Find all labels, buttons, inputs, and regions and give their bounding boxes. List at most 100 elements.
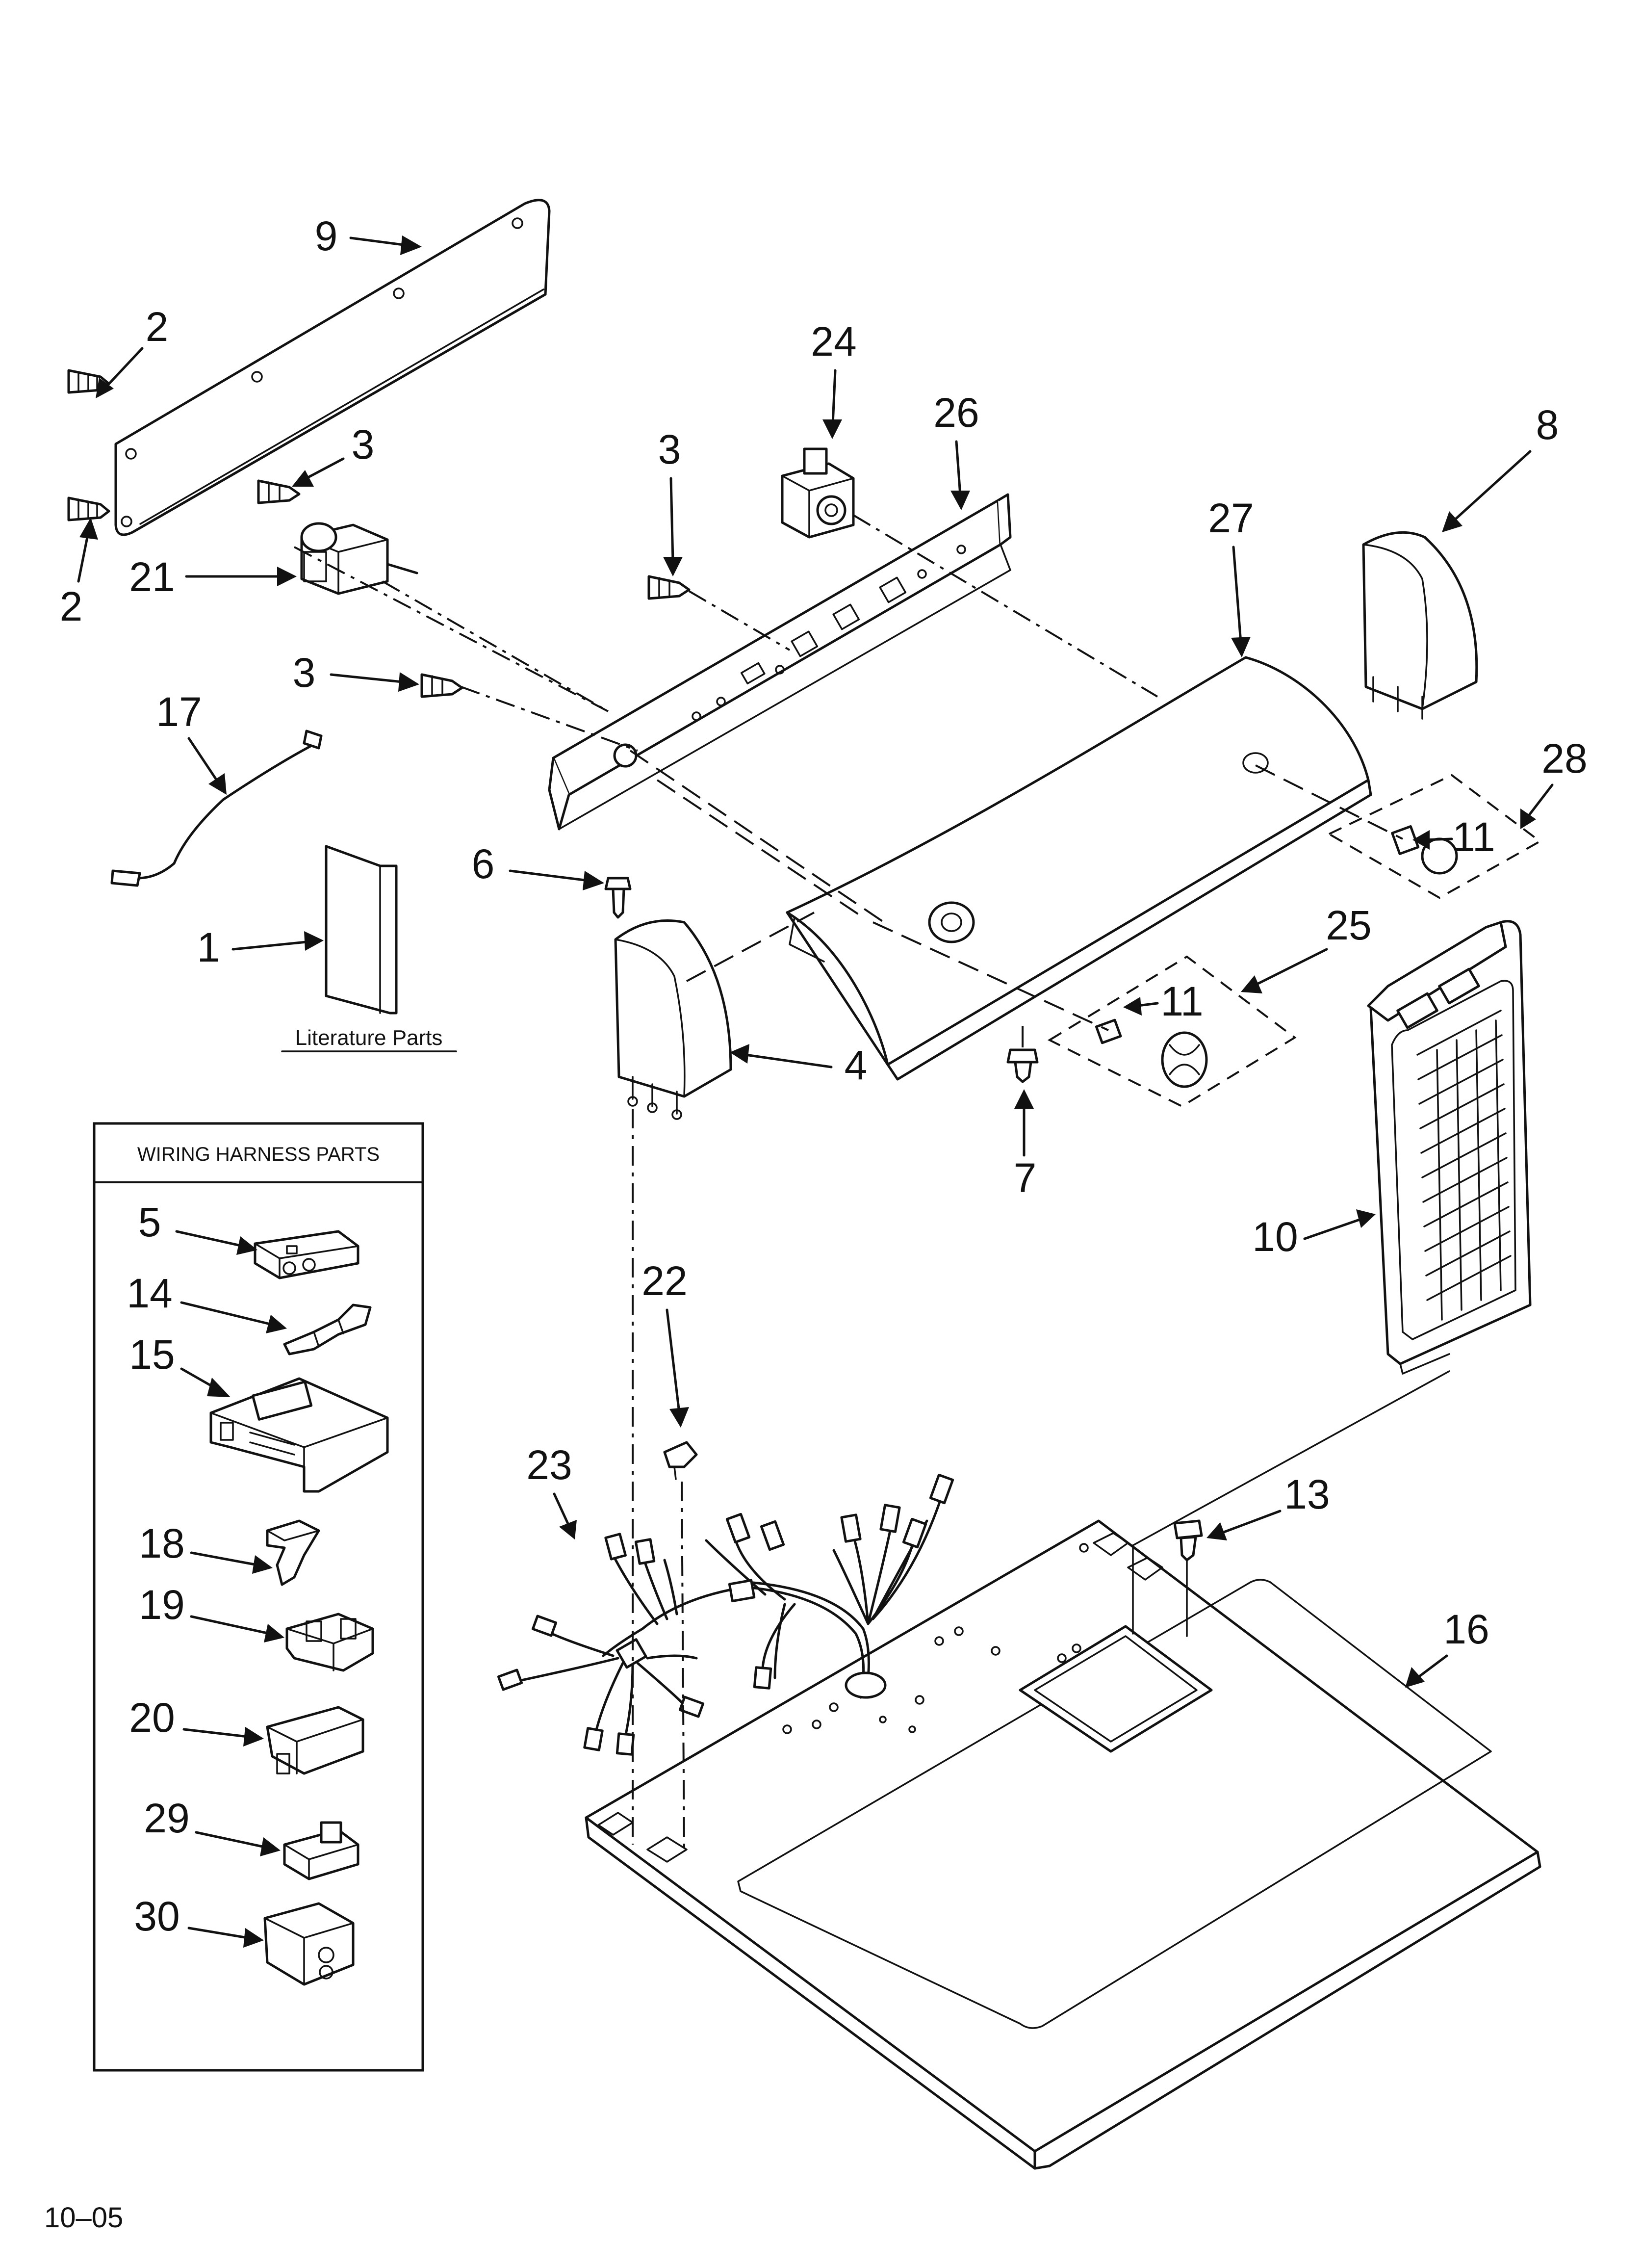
callout-label-16: 16 [1443,1606,1489,1652]
wiring-harness-part-23 [497,1473,954,1756]
callout-11-upper: 11 [1412,814,1495,860]
top-cover-part-16 [585,1519,1541,2170]
callout-label-23: 23 [526,1442,572,1488]
callout-label-19: 19 [139,1582,184,1628]
literature-parts-caption: Literature Parts [295,1026,443,1050]
callout-label-5: 5 [138,1199,161,1245]
callout-label-21: 21 [129,554,175,600]
callout-label-17: 17 [156,689,202,735]
callout-label-27: 27 [1208,495,1254,541]
callout-label-7: 7 [1014,1155,1037,1201]
callout-label-8: 8 [1536,402,1559,448]
clip-part-18 [266,1519,320,1586]
rear-panel-part-9 [114,199,551,536]
callout-label-3-b: 3 [658,426,681,472]
callout-29: 29 [144,1795,281,1856]
callout-label-28: 28 [1541,735,1587,782]
connector-part-29 [283,1821,359,1880]
callout-5: 5 [138,1199,257,1255]
callout-label-3-c: 3 [293,650,316,696]
callout-6: 6 [472,841,604,890]
callout-4: 4 [730,1042,867,1088]
end-cap-right-part-8 [1362,531,1478,720]
callout-label-24: 24 [811,318,856,365]
callout-10: 10 [1252,1209,1376,1260]
screw-part-3-a [257,479,301,504]
literature-parts-part-1 [325,845,398,1015]
end-cap-left-part-4 [614,919,732,1120]
control-panel-bracket-part-26 [548,493,1012,831]
callout-2-lower: 2 [60,518,98,629]
callout-17: 17 [156,689,227,795]
alignment-lines [294,514,1450,1855]
screw-part-6 [604,877,632,919]
callout-7: 7 [1014,1089,1037,1201]
callout-label-15: 15 [129,1331,175,1378]
callout-label-29: 29 [144,1795,189,1841]
callout-label-26: 26 [933,390,979,436]
callout-16: 16 [1405,1606,1489,1688]
callout-24: 24 [811,318,857,439]
wire-part-17 [110,730,323,887]
callout-label-25: 25 [1326,902,1371,948]
callout-30: 30 [134,1893,264,1948]
callout-13: 13 [1206,1471,1330,1540]
callout-label-13: 13 [1284,1471,1330,1517]
selector-switch-part-24 [781,447,855,539]
callout-label-2-upper: 2 [146,304,169,350]
callout-label-14: 14 [127,1270,172,1316]
timer-part-21 [300,522,418,595]
callout-15: 15 [129,1331,231,1397]
callout-label-20: 20 [129,1694,175,1741]
callout-label-18: 18 [139,1520,184,1566]
callout-label-4: 4 [845,1042,868,1088]
callout-23: 23 [526,1442,577,1539]
callout-label-10: 10 [1252,1214,1298,1260]
callout-1: 1 [197,924,324,970]
screw-part-3-c [420,673,463,698]
callout-label-22: 22 [641,1258,687,1304]
callout-label-11-lower: 11 [1160,978,1203,1024]
wiring-harness-parts-box: WIRING HARNESS PARTS [93,1122,424,2072]
connector-part-20 [266,1706,364,1775]
knob-kit-part-25 [1047,955,1297,1108]
callout-label-9: 9 [315,213,338,259]
connector-part-30 [263,1902,355,1986]
screw-part-2-lower [67,496,110,521]
callout-label-6: 6 [472,841,495,887]
screw-part-13 [1173,1519,1203,1562]
callout-8: 8 [1442,402,1559,532]
callout-3-a: 3 [292,421,374,487]
callout-19: 19 [139,1582,284,1642]
callout-label-2-lower: 2 [60,583,83,629]
callout-18: 18 [139,1520,273,1574]
connector-part-5 [254,1230,359,1279]
lint-screen-part-10 [1367,920,1532,1375]
callout-9: 9 [315,213,422,259]
connector-block-part-15 [209,1377,389,1493]
callout-14: 14 [127,1270,287,1333]
callout-20: 20 [129,1694,264,1747]
callout-label-1: 1 [197,924,220,970]
lint-screen-mesh [1416,1010,1512,1321]
callout-label-3-a: 3 [352,421,375,468]
terminal-part-14 [283,1303,372,1356]
callout-11-lower: 11 [1123,978,1204,1024]
callout-27: 27 [1208,495,1254,657]
callout-3-b: 3 [658,426,683,576]
callout-label-11-upper: 11 [1452,814,1495,860]
control-console-part-27 [786,656,1372,1081]
callout-25: 25 [1241,902,1372,993]
callout-22: 22 [641,1258,689,1428]
callout-2-upper: 2 [96,304,168,398]
callout-28: 28 [1520,735,1588,829]
screw-part-7 [1006,1048,1039,1083]
revision-code: 10–05 [44,2202,123,2234]
bracket-part-22 [663,1441,698,1480]
callout-label-30: 30 [134,1893,180,1939]
callout-26: 26 [933,390,979,510]
wiring-harness-parts-title: WIRING HARNESS PARTS [137,1144,380,1165]
screw-part-3-b [647,575,691,600]
callout-3-c: 3 [293,650,419,696]
